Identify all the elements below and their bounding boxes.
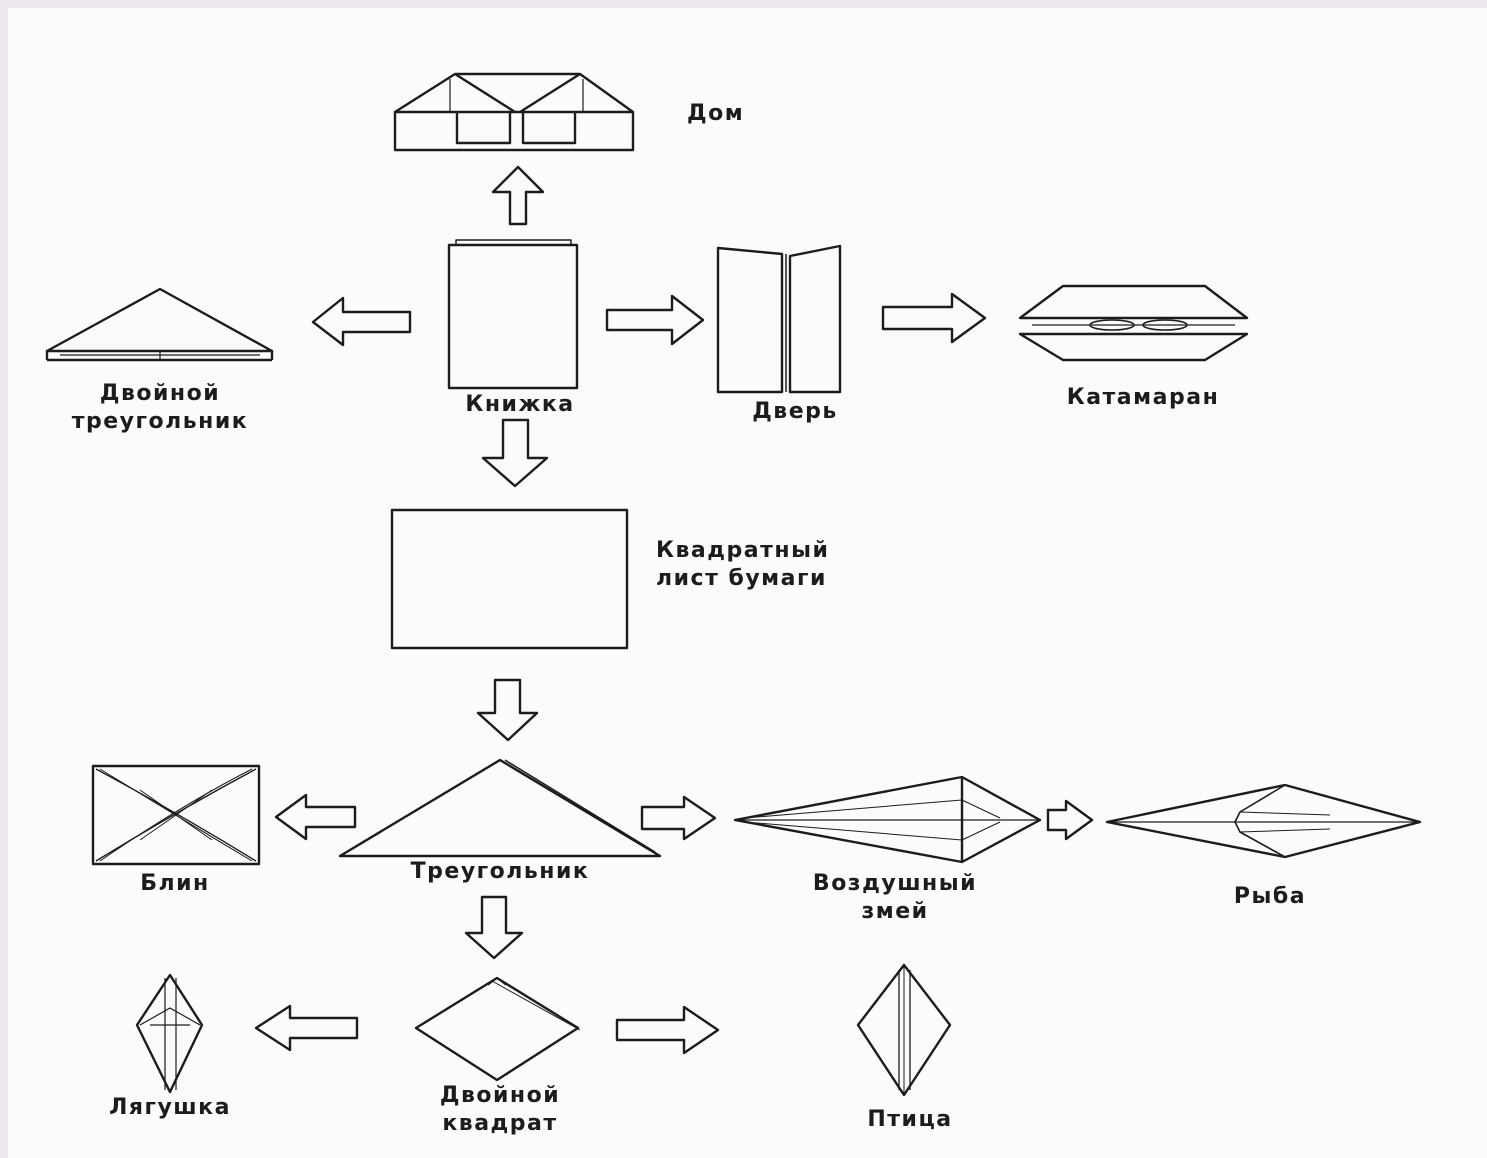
label-kite-line2: змей [861,899,929,924]
label-frog: Лягушка [109,1095,231,1120]
label-double-square-line2: квадрат [442,1111,558,1136]
label-square-sheet-line1: Квадратный [656,538,830,563]
book-figure [447,239,579,390]
label-fish: Рыба [1233,884,1307,909]
label-double-square: Двойной квадрат [400,1082,600,1138]
pancake-figure [91,764,261,866]
arrow-down-to-triangle [476,678,539,742]
label-door: Дверь [752,399,838,424]
label-square-sheet: Квадратный лист бумаги [656,537,829,593]
label-double-square-line1: Двойной [439,1083,561,1108]
arrow-down-to-double-square [464,895,524,960]
fish-figure [1105,783,1422,859]
arrow-left-to-double-triangle [311,296,412,347]
arrow-up-to-house [491,165,545,226]
arrow-right-to-fish [1046,799,1094,841]
bird-figure [856,963,952,1097]
square-sheet-figure [390,508,629,650]
double-triangle-figure [45,287,274,362]
label-square-sheet-line2: лист бумаги [656,566,827,591]
label-double-triangle: Двойной треугольник [30,380,290,436]
label-book: Книжка [465,392,575,417]
double-square-figure [414,976,581,1082]
arrow-right-to-catamaran [881,292,987,344]
label-double-triangle-line2: треугольник [71,409,249,434]
arrow-right-to-bird [615,1005,720,1055]
arrow-left-to-frog [254,1004,359,1052]
door-figure [716,244,842,394]
paper-sheet [8,8,1487,1158]
frog-figure [135,973,204,1094]
label-pancake: Блин [140,871,210,896]
arrow-left-to-pancake [274,793,357,841]
catamaran-figure [1018,284,1249,362]
arrow-right-to-door [605,294,705,346]
label-kite-line1: Воздушный [812,871,978,896]
kite-figure [733,775,1042,864]
arrow-right-to-kite [640,795,717,841]
label-double-triangle-line1: Двойной [99,381,221,406]
house-figure [393,72,635,152]
label-kite: Воздушный змей [760,870,1030,926]
label-catamaran: Катамаран [1066,385,1220,410]
arrow-down-from-book [481,418,549,488]
label-dom: Дом [687,101,745,126]
label-bird: Птица [867,1107,953,1132]
triangle-figure [338,758,662,858]
label-triangle: Треугольник [410,859,590,884]
